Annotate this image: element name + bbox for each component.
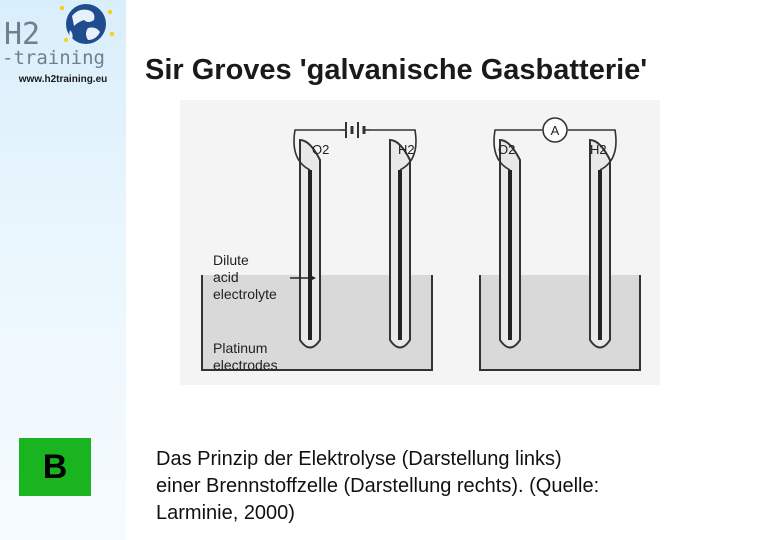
logo-h2-text: H2: [4, 17, 40, 52]
h2-label-right: H2: [590, 142, 607, 157]
left-container: [201, 275, 433, 371]
page-title: Sir Groves 'galvanische Gasbatterie': [145, 54, 648, 86]
section-badge: B: [19, 438, 91, 496]
site-url: www.h2training.eu: [18, 74, 108, 85]
acid-label: acid: [213, 269, 239, 285]
ammeter-label: A: [551, 123, 560, 138]
electrolyte-label: electrolyte: [213, 286, 277, 302]
electrodes-label: electrodes: [213, 357, 278, 373]
logo-training-text: -training: [2, 47, 105, 69]
platinum-label: Platinum: [213, 340, 267, 356]
h2-training-logo: H2 -training: [0, 0, 126, 80]
h2-label-left: H2: [398, 142, 415, 157]
grove-gas-battery-diagram: A O2 H2 O2 H2 Dilute acid electrolyte Pl…: [180, 100, 660, 385]
o2-label-left: O2: [312, 142, 329, 157]
figure-caption: Das Prinzip der Elektrolyse (Darstellung…: [156, 448, 600, 524]
diagram-svg: A O2 H2 O2 H2 Dilute acid electrolyte Pl…: [180, 100, 660, 385]
dilute-label: Dilute: [213, 252, 249, 268]
battery-icon: [340, 122, 370, 138]
right-container: [479, 275, 641, 371]
globe-logo-icon: H2 -training: [2, 4, 115, 69]
ammeter-icon: A: [542, 117, 568, 143]
o2-label-right: O2: [498, 142, 515, 157]
electrolyte-arrow-icon: [308, 274, 316, 282]
sidebar: H2 -training www.h2training.eu B: [0, 0, 126, 540]
